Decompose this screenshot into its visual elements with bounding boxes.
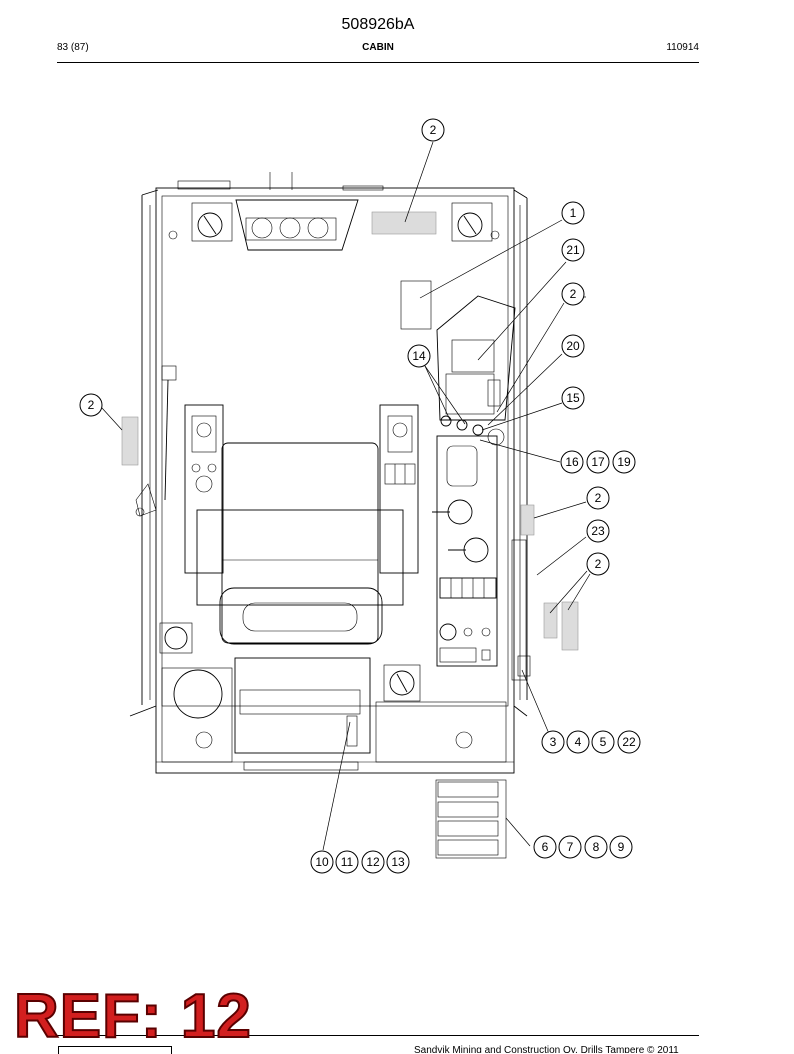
left-front-rotary-knob (191, 202, 233, 242)
operator-seat (196, 442, 404, 645)
left-armrest (184, 404, 224, 574)
stacked-decals (435, 779, 507, 859)
callout-label: 6 (542, 840, 549, 854)
callout: 2 (79, 393, 103, 417)
callout: 6 (533, 835, 557, 859)
callout: 17 (586, 450, 610, 474)
decal-right-2 (543, 602, 558, 639)
callout-label: 16 (565, 455, 579, 469)
header-rule (57, 62, 699, 63)
right-armrest (379, 404, 419, 574)
callout-label: 5 (600, 735, 607, 749)
callout: 14 (407, 344, 431, 368)
part-callouts: 2 1 21 2 20 14 15 2 16 17 19 2 23 2 3 4 … (79, 118, 641, 874)
callout-label: 14 (412, 349, 426, 363)
floor-details (161, 657, 507, 763)
section-title: CABIN (362, 42, 394, 53)
decal-right-3 (561, 601, 579, 651)
callout: 16 (560, 450, 584, 474)
callout: 15 (561, 386, 585, 410)
callout-label: 20 (566, 339, 580, 353)
callout: 2 (586, 552, 610, 576)
decal-right-1 (520, 504, 535, 536)
company-logo (58, 1046, 172, 1054)
callout: 23 (586, 519, 610, 543)
front-vent-panel (235, 199, 359, 251)
right-console (432, 295, 531, 681)
left-wall-fittings (135, 365, 193, 654)
cabin-outline (129, 172, 528, 774)
leader-lines (101, 141, 591, 851)
callout: 22 (617, 730, 641, 754)
callout-label: 11 (341, 855, 354, 869)
document-number: 508926bA (341, 16, 415, 33)
callout-label: 15 (566, 391, 580, 405)
callout: 2 (421, 118, 445, 142)
callout: 20 (561, 334, 585, 358)
callout-label: 2 (595, 557, 602, 571)
footer-copyright: Sandvik Mining and Construction Oy, Dril… (414, 1045, 679, 1053)
callout-label: 13 (391, 855, 405, 869)
callout-label: 2 (88, 398, 95, 412)
callout-label: 1 (570, 206, 577, 220)
decal-1 (400, 280, 432, 330)
callout-label: 22 (622, 735, 636, 749)
callout: 5 (591, 730, 615, 754)
reference-stamp: REF: 12 (13, 982, 252, 1051)
callout: 19 (612, 450, 636, 474)
callout: 4 (566, 730, 590, 754)
callout-label: 2 (430, 123, 437, 137)
callout: 10 (310, 850, 334, 874)
right-front-rotary-knob (451, 202, 493, 242)
callout: 7 (558, 835, 582, 859)
callout: 13 (386, 850, 410, 874)
callout-label: 8 (593, 840, 600, 854)
callout: 2 (561, 282, 585, 306)
callout-label: 10 (315, 855, 329, 869)
callout-label: 7 (567, 840, 574, 854)
callout-label: 19 (617, 455, 631, 469)
callout-label: 9 (618, 840, 625, 854)
footer-rule (57, 1035, 699, 1036)
callout: 8 (584, 835, 608, 859)
callout: 12 (361, 850, 385, 874)
callout: 3 (541, 730, 565, 754)
decal-left (121, 416, 139, 466)
callout: 1 (561, 201, 585, 225)
date-code: 110914 (666, 42, 699, 53)
page-indicator: 83 (87) (57, 42, 89, 53)
callout-label: 21 (566, 243, 580, 257)
callout: 2 (586, 486, 610, 510)
callout-label: 2 (570, 287, 577, 301)
callout: 21 (561, 238, 585, 262)
decal-top (371, 211, 437, 235)
callout-label: 12 (366, 855, 380, 869)
callout-label: 3 (550, 735, 557, 749)
callout-label: 2 (595, 491, 602, 505)
callout: 9 (609, 835, 633, 859)
callout-label: 4 (575, 735, 582, 749)
callout-label: 17 (591, 455, 605, 469)
callout: 11 (335, 850, 359, 874)
callout-label: 23 (591, 524, 605, 538)
